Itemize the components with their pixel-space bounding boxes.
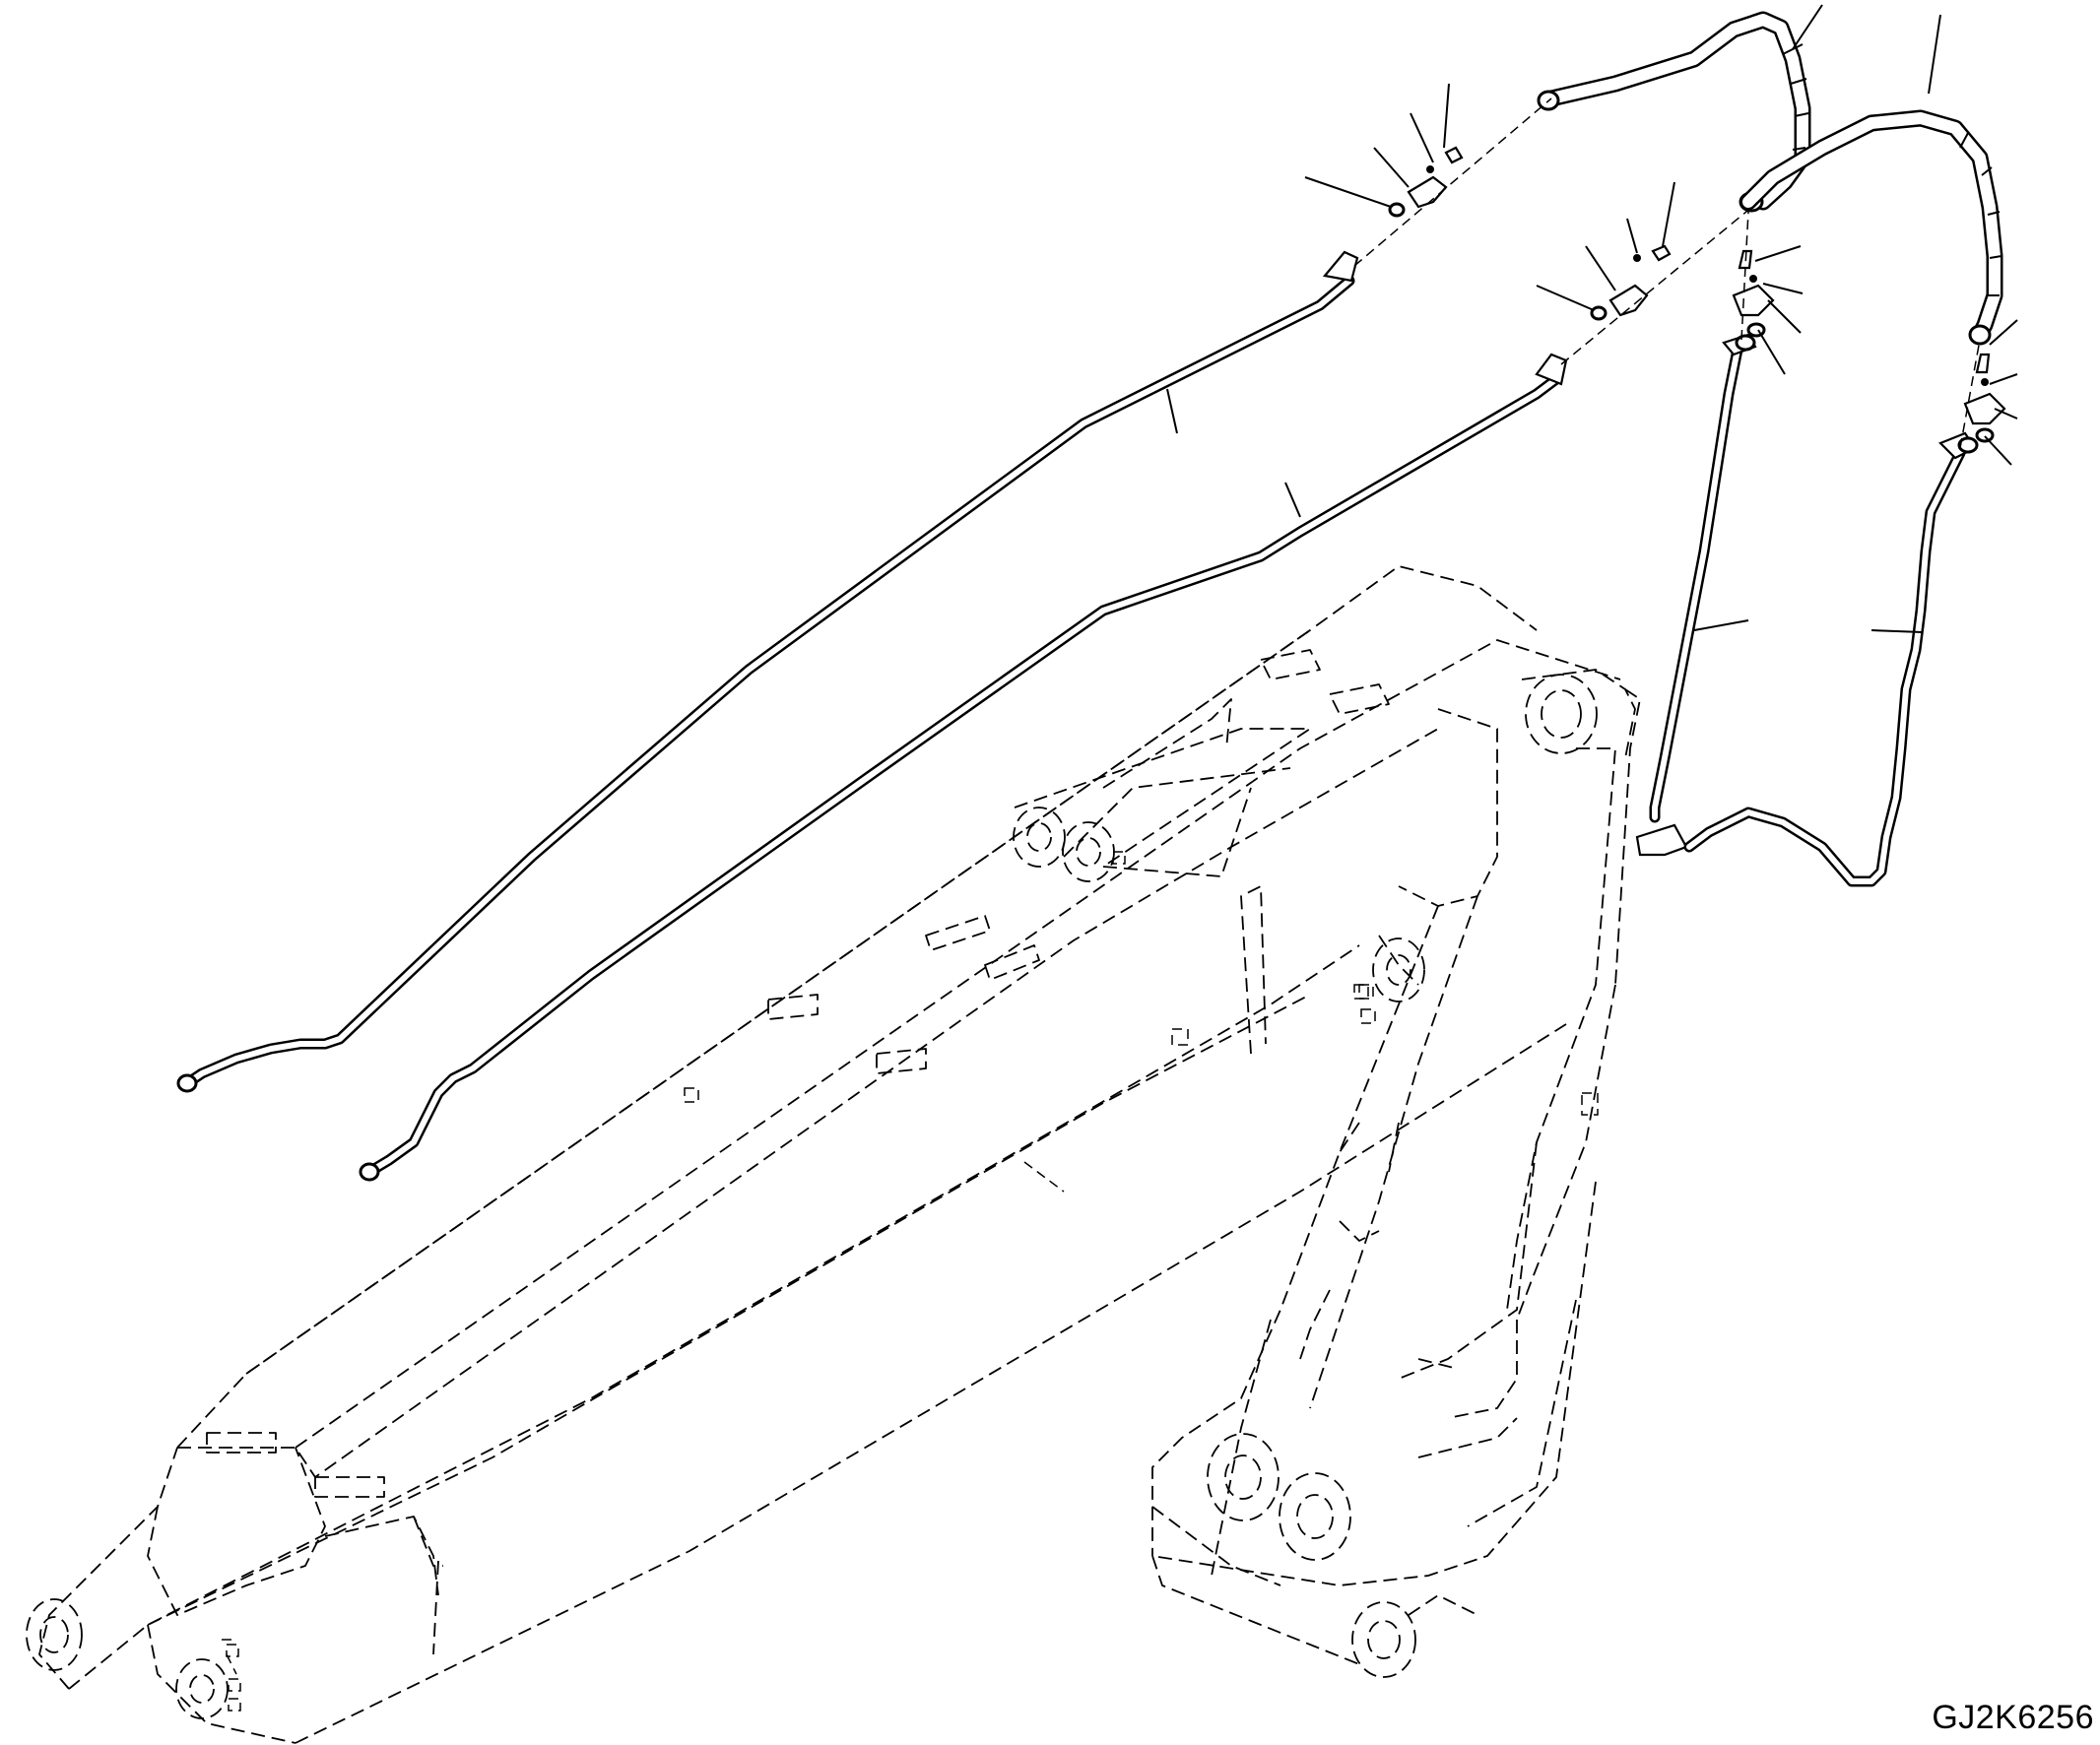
centre-lines [1353,97,1981,449]
tube-left-1 [176,250,1359,1093]
callout-leaders [1166,4,2018,633]
tube-right-bent [1683,431,1977,887]
figure-code: GJ2K6256 [1932,1699,2094,1736]
fastener-group-right-1 [1732,249,1775,352]
fastener-group-right-2 [1957,353,2006,454]
boom-outline [26,565,1621,1744]
tube-right-vertical [1635,333,1757,857]
arm-outline [1151,669,1641,1678]
fastener-group-upper-left [1388,146,1464,218]
hose-lower [1739,109,2003,346]
tube-left-2 [359,353,1568,1182]
fastener-group-upper-mid [1590,244,1672,321]
